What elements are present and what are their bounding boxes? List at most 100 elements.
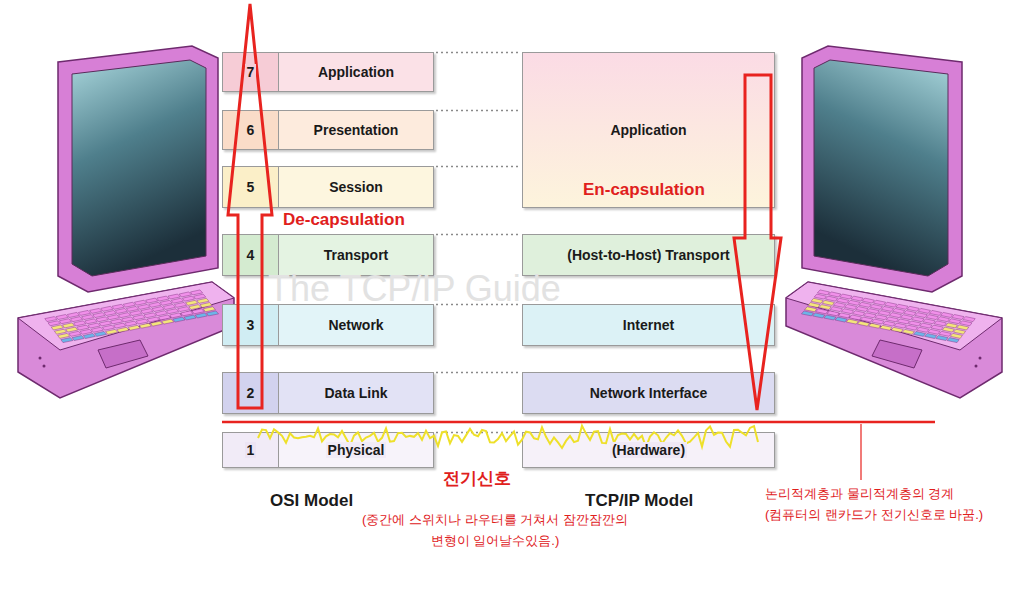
layer-number: 7 — [245, 64, 257, 80]
layer-number-cell: 2 — [223, 373, 279, 413]
keyboard-key — [186, 300, 198, 305]
keyboard-key — [181, 311, 193, 316]
keyboard-key — [88, 323, 100, 328]
laptop-base — [18, 282, 234, 398]
keyboard-key — [66, 327, 78, 332]
layer-name-cell: Network — [279, 305, 433, 345]
keyboard-key — [122, 317, 134, 322]
layer-name: Transport — [322, 247, 391, 263]
layer-name: Network — [326, 317, 385, 333]
keyboard-key — [134, 300, 146, 305]
keyboard-key — [72, 336, 84, 341]
note-text: (중간에 스위치나 라우터를 거쳐서 잠깐잠깐의 변형이 일어날수있음.) — [360, 510, 630, 552]
keyboard-key — [67, 312, 79, 317]
layer-number: 1 — [245, 442, 257, 458]
keyboard-key — [74, 321, 86, 326]
keyboard-key — [58, 333, 70, 338]
layer-number-cell: 3 — [223, 305, 279, 345]
keyboard-key — [168, 294, 180, 299]
keyboard-key — [130, 311, 142, 316]
layer-name-cell: (Hardware) — [523, 433, 774, 467]
laptop-lid — [58, 46, 218, 292]
keyboard-key — [190, 290, 202, 295]
layer-number: 2 — [245, 385, 257, 401]
laptop-led — [39, 357, 42, 360]
guide-line — [436, 52, 520, 54]
layer-name: Network Interface — [588, 385, 709, 401]
layer-name: Physical — [326, 442, 387, 458]
keyboard-key — [162, 319, 174, 324]
process-label: En-capsulation — [583, 179, 705, 200]
osi-layer-box: 3 Network — [222, 304, 434, 346]
keyboard-key — [203, 307, 215, 312]
keyboard-key — [197, 298, 209, 303]
keyboard-key — [152, 307, 164, 312]
layer-name-cell: Presentation — [279, 111, 433, 149]
guide-line — [436, 110, 520, 112]
laptop-screen — [72, 60, 206, 276]
process-label: De-capsulation — [283, 209, 405, 230]
keyboard-key — [184, 315, 196, 320]
boundary-line — [222, 421, 935, 424]
note-text: 논리적계층과 물리적계층의 경계(컴퓨터의 랜카드가 전기신호로 바꿈.) — [765, 484, 993, 526]
keyboard-key — [136, 319, 148, 324]
layer-name: (Host-to-Host) Transport — [565, 247, 732, 263]
layer-name-cell: Physical — [279, 433, 433, 467]
layer-number: 6 — [245, 122, 257, 138]
keyboard-key — [138, 304, 150, 309]
keyboard-key — [146, 298, 158, 303]
keyboard-key — [56, 315, 68, 320]
keyboard-key — [48, 321, 60, 326]
laptop-keyboard — [45, 290, 219, 343]
keyboard-key — [85, 319, 97, 324]
guide-line — [436, 432, 520, 434]
keyboard-key — [82, 315, 94, 320]
keyboard-key — [192, 309, 204, 314]
keyboard-key — [139, 323, 151, 328]
keyboard-key — [62, 323, 74, 328]
keyboard-key — [102, 325, 114, 330]
layer-number-cell: 6 — [223, 111, 279, 149]
layer-name-cell: Session — [279, 167, 433, 207]
layer-guide-lines — [436, 53, 520, 433]
layer-name: Data Link — [322, 385, 389, 401]
keyboard-key — [70, 317, 82, 322]
layer-name-cell: Network Interface — [523, 373, 774, 413]
keyboard-key — [128, 325, 140, 330]
keyboard-key — [149, 302, 161, 307]
guide-line — [436, 166, 520, 168]
keyboard-key — [182, 296, 194, 301]
keyboard-key — [133, 315, 145, 320]
keyboard-key — [51, 325, 63, 330]
layer-name: Internet — [621, 317, 676, 333]
laptop-illustration — [786, 46, 1002, 398]
keyboard-key — [174, 302, 186, 307]
osi-layer-box: 7 Application — [222, 52, 434, 92]
keyboard-key — [117, 327, 129, 332]
layer-name-cell: Application — [279, 53, 433, 91]
layer-name: Session — [327, 179, 385, 195]
keyboard-key — [106, 329, 118, 334]
layer-number-cell: 5 — [223, 167, 279, 207]
layer-name: Application — [608, 122, 688, 138]
keyboard-key — [157, 296, 169, 301]
layer-number: 4 — [245, 247, 257, 263]
keyboard-key — [123, 302, 135, 307]
keyboard-key — [158, 315, 170, 320]
model-title: TCP/IP Model — [585, 490, 693, 511]
keyboard-key — [163, 304, 175, 309]
keyboard-key — [141, 309, 153, 314]
keyboard-key — [110, 319, 122, 324]
tcpip-layer-box: Network Interface — [522, 372, 775, 414]
osi-layer-box: 5 Session — [222, 166, 434, 208]
layer-number: 5 — [245, 179, 257, 195]
osi-layer-box: 6 Presentation — [222, 110, 434, 150]
keyboard-key — [45, 317, 57, 322]
keyboard-key — [147, 317, 159, 322]
guide-line — [436, 372, 520, 374]
keyboard-key — [178, 307, 190, 312]
leader-line — [860, 424, 861, 480]
laptop-illustration — [18, 46, 234, 398]
laptop-led — [43, 365, 46, 368]
keyboard-key — [112, 304, 124, 309]
